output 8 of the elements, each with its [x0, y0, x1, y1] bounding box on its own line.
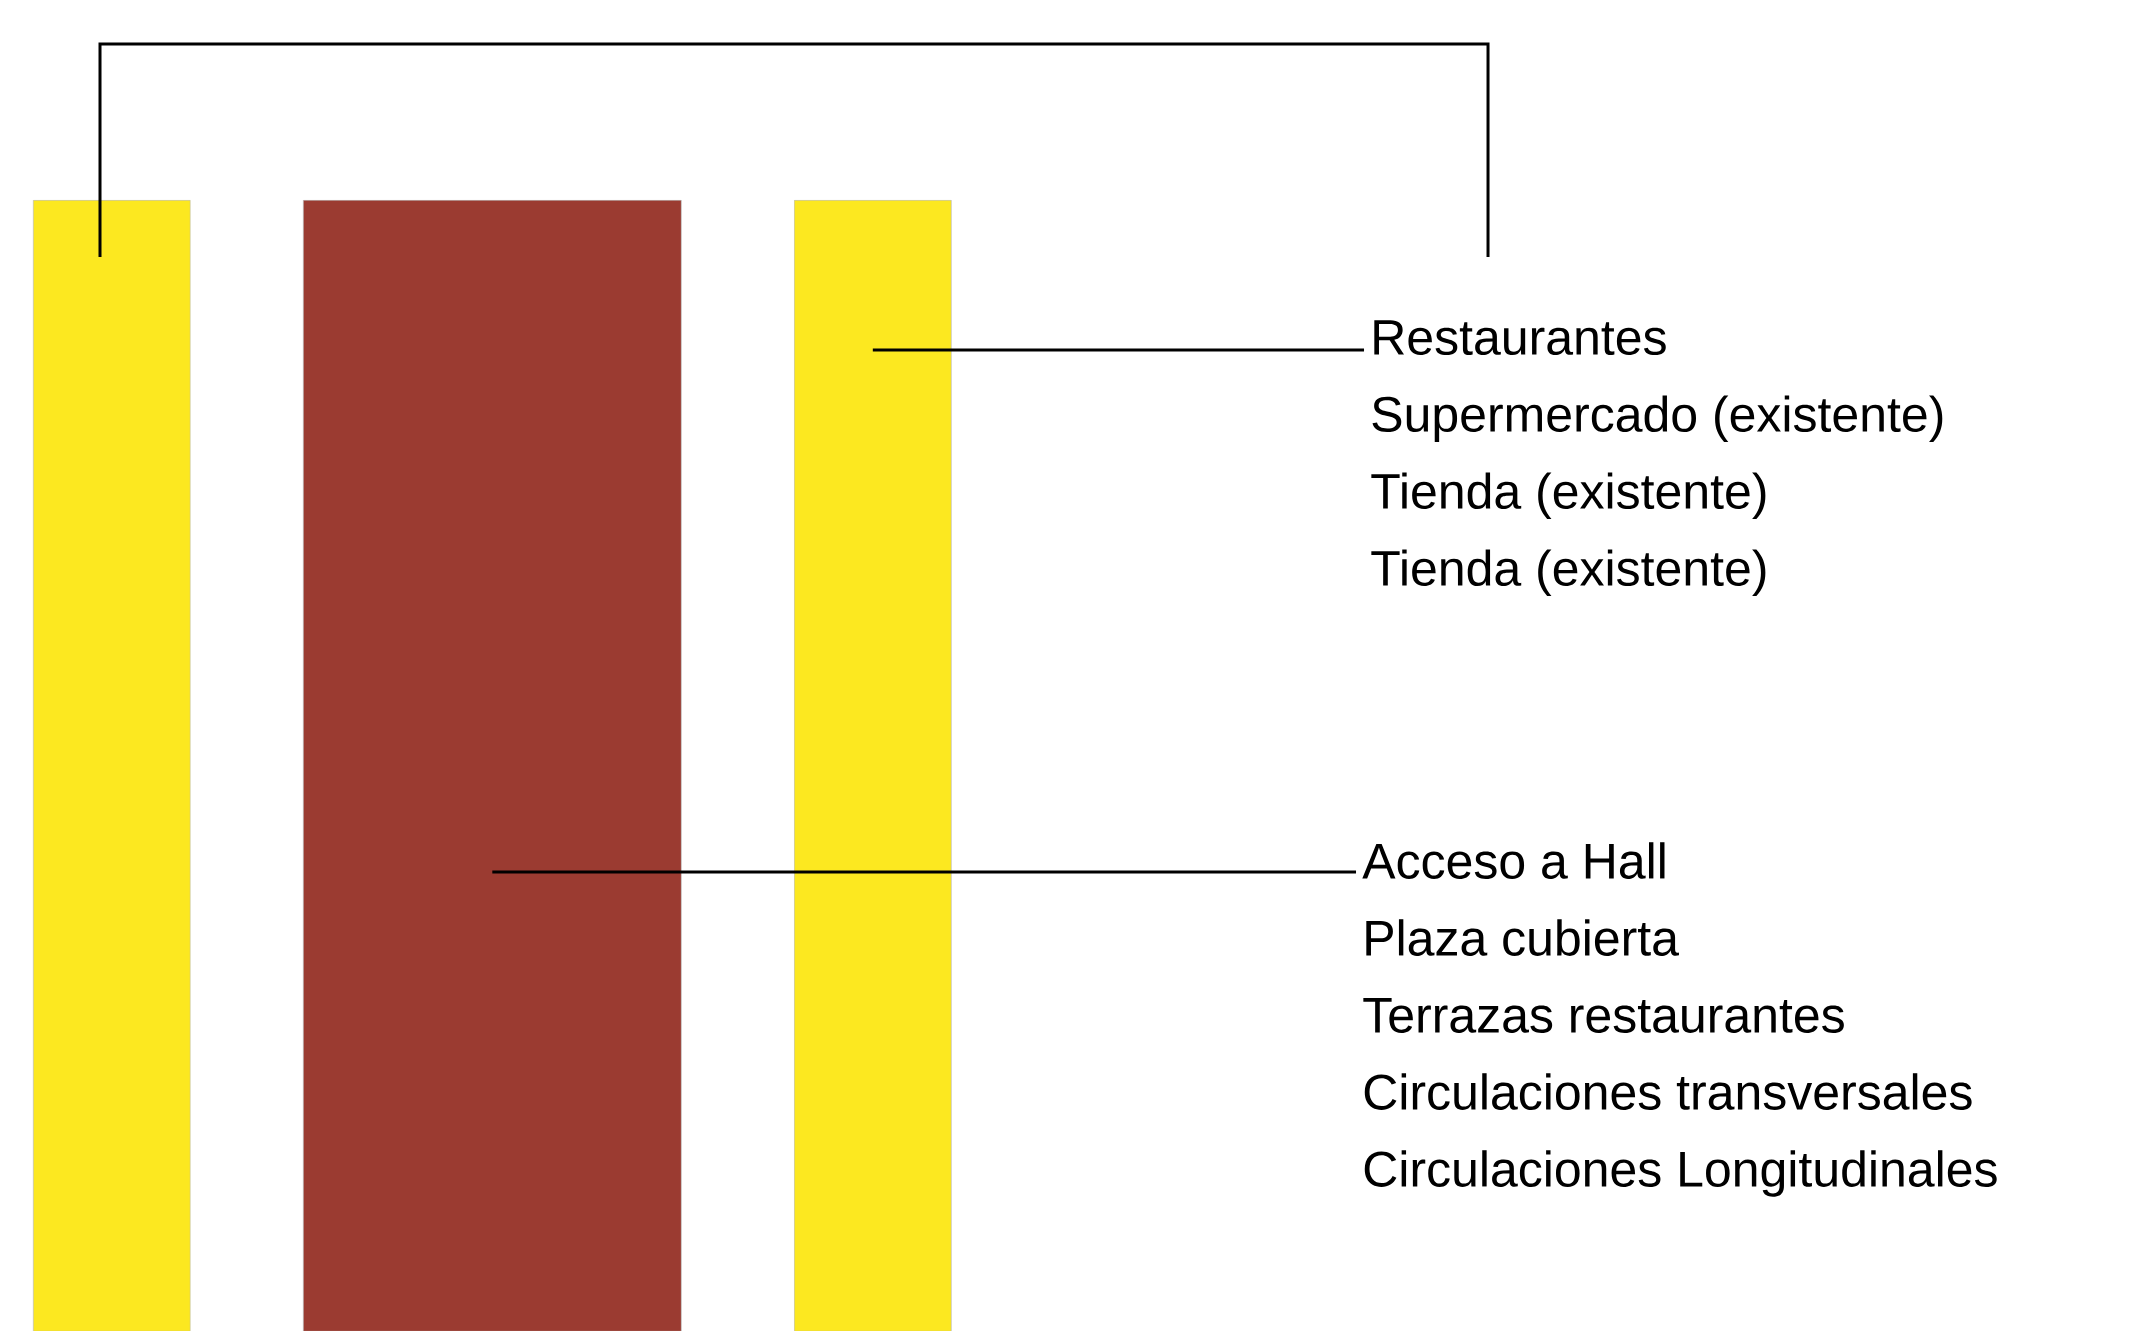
bar-drawing [303, 200, 682, 1331]
leader-line [872, 348, 1364, 352]
bar-drawing [794, 200, 952, 1331]
leader-line [98, 42, 1490, 257]
leader-line [492, 870, 1356, 874]
bar-drawing [33, 200, 191, 1331]
text-list: Restaurantes Supermercado (existente) Tienda (existente) Tienda (existente) [1371, 320, 1943, 596]
text-list: Acceso a Hall Plaza cubierta Terrazas restaurantes Circulaciones transversales Circulaciones Longitudinales [1362, 842, 1997, 1197]
